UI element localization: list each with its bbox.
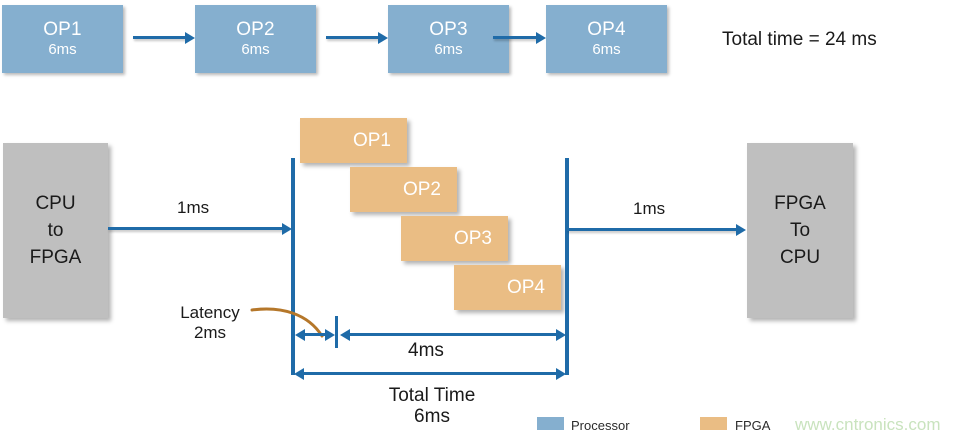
legend-swatch-processor bbox=[537, 417, 564, 430]
cpu-to-fpga-line-3: FPGA bbox=[29, 247, 82, 268]
pipeline-start-rule bbox=[291, 158, 295, 375]
pipeline-stage-label: OP3 bbox=[453, 227, 492, 249]
total-time-line-2: 6ms bbox=[414, 406, 450, 427]
transfer-in-arrow bbox=[108, 227, 283, 230]
pipeline-stage-label: OP4 bbox=[506, 276, 545, 298]
serial-op-name: OP3 bbox=[429, 18, 468, 40]
throughput-label: 4ms bbox=[408, 340, 444, 361]
pipeline-stage-box-1: OP1 bbox=[300, 118, 407, 163]
transfer-in-label: 1ms bbox=[177, 198, 210, 217]
latency-label-line-2: 2ms bbox=[193, 323, 227, 342]
legend-swatch-fpga bbox=[700, 417, 727, 430]
serial-arrow-2-to-3 bbox=[326, 36, 379, 39]
cpu-to-fpga-block: CPU to FPGA bbox=[3, 143, 108, 318]
fpga-to-cpu-line-2: To bbox=[789, 220, 811, 241]
serial-op-name: OP2 bbox=[236, 18, 275, 40]
fpga-to-cpu-line-1: FPGA bbox=[774, 193, 826, 214]
pipeline-stage-label: OP1 bbox=[352, 129, 391, 151]
legend-label-fpga: FPGA bbox=[735, 418, 771, 433]
pipeline-stage-label: OP2 bbox=[402, 178, 441, 200]
throughput-measure-arrow bbox=[349, 333, 557, 336]
latency-label: Latency 2ms bbox=[170, 303, 250, 343]
total-time-line-1: Total Time bbox=[388, 385, 476, 406]
pipeline-stage-box-3: OP3 bbox=[401, 216, 508, 261]
cpu-to-fpga-line-2: to bbox=[47, 220, 64, 241]
pipeline-stage-box-4: OP4 bbox=[454, 265, 561, 310]
cpu-to-fpga-line-1: CPU bbox=[35, 193, 76, 214]
serial-op-time: 6ms bbox=[241, 40, 270, 58]
total-time-measure-arrow bbox=[303, 372, 557, 375]
fpga-to-cpu-block: FPGA To CPU bbox=[747, 143, 853, 318]
serial-op-box-4: OP4 6ms bbox=[546, 5, 667, 73]
serial-arrow-3-to-4 bbox=[493, 36, 537, 39]
pipeline-stage-box-2: OP2 bbox=[350, 167, 457, 212]
latency-leader-curve bbox=[250, 307, 324, 338]
transfer-out-arrow bbox=[567, 228, 737, 231]
serial-total-time-note: Total time = 24 ms bbox=[722, 29, 877, 50]
serial-arrow-1-to-2 bbox=[133, 36, 186, 39]
serial-op-time: 6ms bbox=[48, 40, 77, 58]
legend-label-processor: Processor bbox=[571, 418, 630, 433]
serial-op-name: OP4 bbox=[587, 18, 626, 40]
pipeline-end-rule bbox=[565, 158, 569, 375]
serial-op-box-1: OP1 6ms bbox=[2, 5, 123, 73]
total-time-label: Total Time 6ms bbox=[372, 385, 492, 427]
latency-span-divider-tick bbox=[335, 316, 338, 348]
serial-op-time: 6ms bbox=[592, 40, 621, 58]
latency-measure-arrow bbox=[304, 333, 326, 336]
latency-label-line-1: Latency bbox=[180, 303, 240, 322]
serial-op-name: OP1 bbox=[43, 18, 82, 40]
transfer-out-label: 1ms bbox=[633, 199, 666, 218]
fpga-to-cpu-line-3: CPU bbox=[779, 247, 821, 268]
serial-op-time: 6ms bbox=[434, 40, 463, 58]
watermark-text: www.cntronics.com bbox=[795, 415, 941, 434]
serial-op-box-2: OP2 6ms bbox=[195, 5, 316, 73]
serial-op-box-3: OP3 6ms bbox=[388, 5, 509, 73]
